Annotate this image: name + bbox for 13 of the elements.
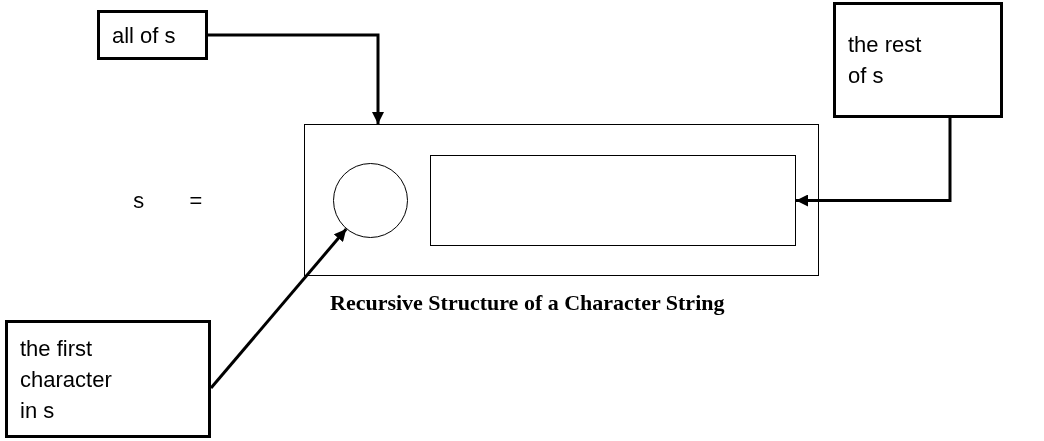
box-label: the rest of s [848,31,923,90]
box-label: all of s [112,21,177,50]
text-box [5,320,211,438]
arrow [796,118,952,207]
arrow [208,33,384,124]
caption: Recursive Structure of a Character String [330,289,725,317]
text-box [97,10,208,60]
equation-label: s = [132,189,218,217]
box-label: the first character in s [20,334,113,425]
rectangle [304,124,819,276]
rectangle [430,155,796,246]
arrow [209,228,348,389]
text-box [833,2,1003,118]
